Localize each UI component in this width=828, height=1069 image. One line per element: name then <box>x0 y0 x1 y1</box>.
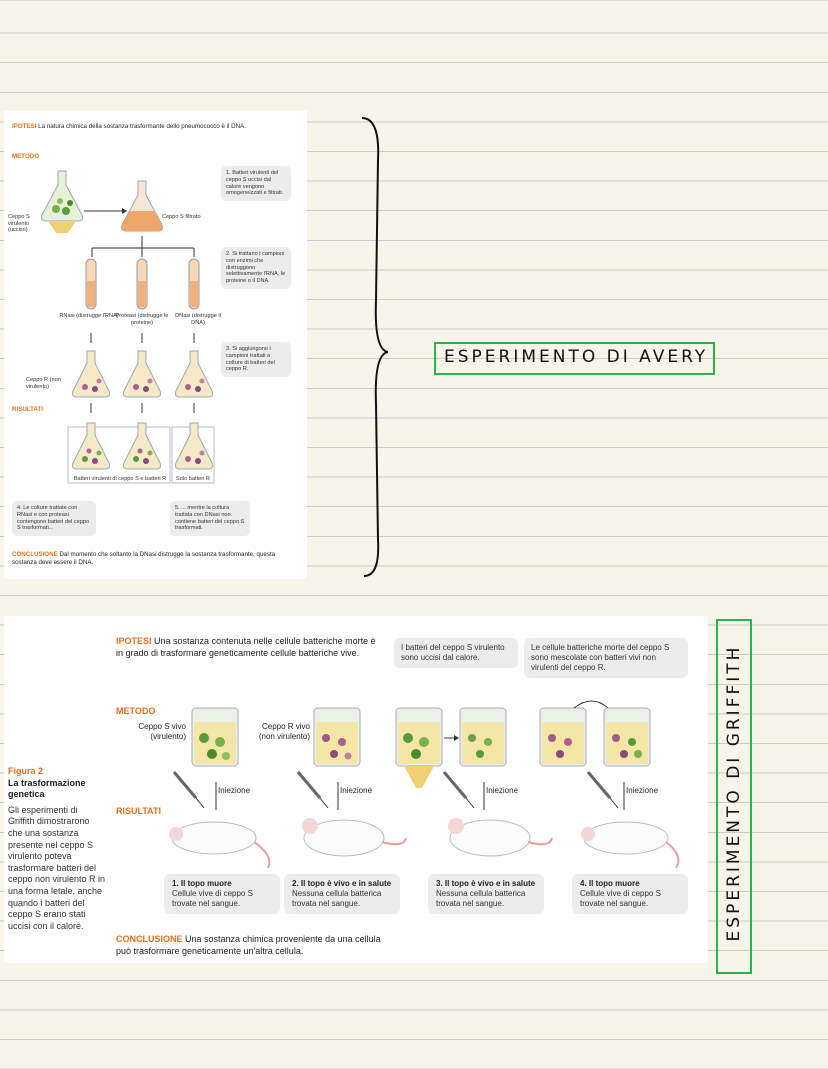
beaker-icon <box>313 707 361 767</box>
avery-label-r: Ceppo R (non virulento) <box>26 377 61 390</box>
avery-metodo-label: METODO <box>12 153 40 160</box>
syringe-icon <box>586 771 619 809</box>
test-tube-icon <box>136 258 148 310</box>
avery-result-s-r: Batteri virulenti di ceppo S e batteri R <box>73 476 167 482</box>
griffith-note-heat: I batteri del ceppo S virulento sono ucc… <box>394 638 518 668</box>
griffith-metodo-label: METODO <box>116 706 156 716</box>
griffith-note-mix: Le cellule batteriche morte del ceppo S … <box>524 638 688 678</box>
syringe-icon <box>442 771 475 809</box>
avery-step-4: 4. Le colture trattate con RNasi e con p… <box>12 501 96 537</box>
avery-conclusione-label: CONCLUSIONE <box>12 551 58 558</box>
test-tube-icon <box>85 258 97 310</box>
griffith-title-box: ESPERIMENTO DI GRIFFITH <box>716 619 752 974</box>
mouse-dead-icon <box>581 821 680 869</box>
mouse-alive-icon <box>302 818 407 857</box>
griffith-injection-4: Iniezione <box>626 786 659 795</box>
flask-icon <box>121 180 163 232</box>
beaker-icon <box>603 707 651 767</box>
avery-illustration <box>41 170 215 484</box>
avery-ipotesi-label: IPOTESI <box>12 123 37 130</box>
griffith-illustration <box>169 700 680 869</box>
beaker-icon <box>459 707 507 767</box>
mouse-alive-icon <box>448 818 553 857</box>
figure-text: Gli esperimenti di Griffith dimostrarono… <box>8 804 106 931</box>
avery-ipotesi-text: La natura chimica della sostanza trasfor… <box>38 123 246 130</box>
griffith-ipotesi-label: IPOTESI <box>116 636 152 646</box>
syringe-icon <box>296 771 329 809</box>
avery-handwritten-title: ESPERIMENTO DI AVERY <box>444 347 709 367</box>
mouse-dead-icon <box>169 821 271 869</box>
griffith-label-r: Ceppo R vivo (non virulento) <box>258 722 310 741</box>
beaker-icon <box>191 707 239 767</box>
test-tube-icon <box>188 258 200 310</box>
avery-risultati-label: RISULTATI <box>12 406 43 413</box>
griffith-figure: IPOTESI Una sostanza contenuta nelle cel… <box>4 616 708 963</box>
avery-title-box: ESPERIMENTO DI AVERY <box>434 342 715 375</box>
figure-title: La trasformazione genetica <box>8 777 86 800</box>
avery-step-3: 3. Si aggiungono i campioni trattati a c… <box>221 342 291 378</box>
avery-step-1: 1. Batteri virulenti del ceppo S uccisi … <box>221 166 291 202</box>
avery-label-s-virulento: Ceppo S virulento (ucciso) <box>8 214 30 234</box>
avery-step-5: 5. ... mentre la coltura trattata con DN… <box>170 501 250 537</box>
avery-conclusione-text: Dal momento che soltanto la DNasi distru… <box>12 551 276 566</box>
avery-label-s-filtrato: Ceppo S filtrato <box>162 214 201 220</box>
avery-figure: IPOTESI La natura chimica della sostanza… <box>4 111 307 579</box>
griffith-injection-1: Iniezione <box>218 786 251 795</box>
beaker-icon <box>539 707 587 767</box>
flask-icon <box>41 170 83 233</box>
griffith-label-s: Ceppo S vivo (virulento) <box>138 722 186 741</box>
avery-tube-dnasi: DNasi (distrugge il DNA) <box>175 313 221 326</box>
avery-tube-proteasi: Proteasi (distrugge le proteine) <box>115 313 169 326</box>
avery-result-r: Solo batteri R <box>176 476 210 482</box>
beaker-icon <box>395 707 443 788</box>
griffith-risultati-label: RISULTATI <box>116 806 161 816</box>
figure-number: Figura 2 <box>8 766 44 776</box>
avery-step-2: 2. Si trattano i campioni con enzimi che… <box>221 247 291 289</box>
griffith-conclusione-text: Una sostanza chimica proveniente da una … <box>116 934 381 956</box>
griffith-ipotesi-text: Una sostanza contenuta nelle cellule bat… <box>116 636 376 658</box>
griffith-injection-2: Iniezione <box>340 786 373 795</box>
avery-tube-rnasi: RNasi (distrugge l'RNA) <box>59 313 119 319</box>
syringe-icon <box>172 771 205 809</box>
griffith-handwritten-title: ESPERIMENTO DI GRIFFITH <box>724 644 744 942</box>
griffith-injection-3: Iniezione <box>486 786 519 795</box>
figure-caption: Figura 2 La trasformazione genetica Gli … <box>8 766 106 932</box>
griffith-conclusione-label: CONCLUSIONE <box>116 934 183 944</box>
